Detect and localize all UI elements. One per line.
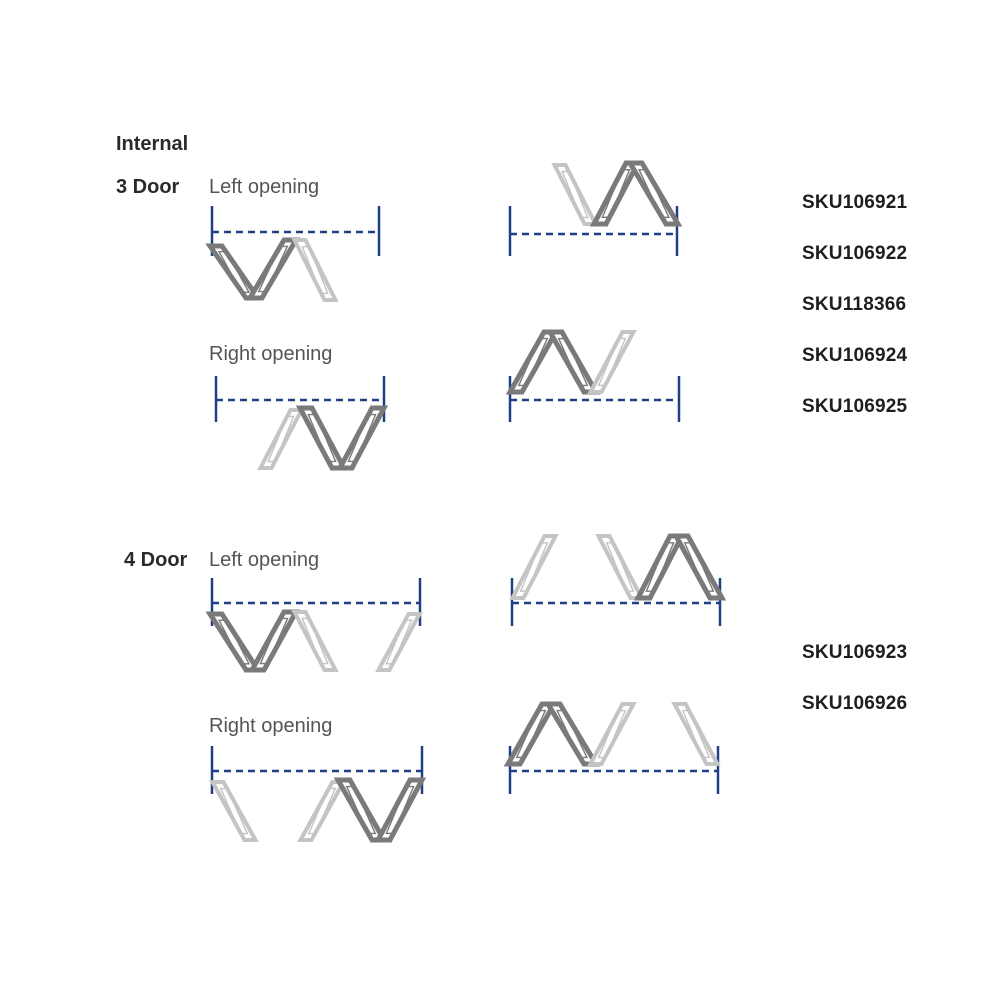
sku-label: SKU118366 — [802, 294, 907, 315]
door-panel-glazing — [561, 170, 589, 219]
sku-label: SKU106926 — [802, 693, 908, 714]
door-panel — [587, 330, 637, 394]
door-panel-glazing — [637, 169, 671, 218]
door-panel — [551, 163, 599, 226]
label-3door-right-opening: Right opening — [209, 343, 333, 365]
door-panel — [209, 780, 259, 842]
door-panel — [509, 534, 559, 600]
sku-label: SKU106925 — [802, 396, 908, 417]
label-4door-right-opening: Right opening — [209, 715, 333, 737]
door-panel — [247, 609, 301, 673]
door-panel-glazing — [259, 617, 289, 665]
door-panel-glazing — [519, 542, 549, 592]
door-panel-glazing — [301, 617, 329, 665]
door-panel-glazing — [385, 619, 413, 665]
door-panel — [545, 329, 601, 395]
door-panel-glazing — [515, 709, 547, 759]
sku-label: SKU106921 — [802, 192, 908, 213]
door-panel — [335, 405, 389, 471]
door-panel — [505, 329, 561, 395]
door-panel — [671, 533, 727, 601]
door-panel — [595, 534, 645, 600]
door-panel — [375, 612, 423, 672]
door-panel — [503, 701, 559, 767]
door-panel-glazing — [301, 245, 329, 295]
door-panel-glazing — [217, 251, 251, 293]
door-panel — [295, 405, 349, 471]
door-panel — [257, 408, 305, 470]
label-4door-left-opening: Left opening — [209, 549, 320, 571]
door-panel — [333, 777, 389, 843]
door-panel — [205, 243, 263, 301]
door-panel-glazing — [267, 415, 295, 463]
door-panel-glazing — [683, 542, 715, 592]
door-panel — [373, 777, 427, 843]
door-panel-glazing — [605, 542, 635, 592]
door-panel-glazing — [307, 413, 337, 463]
door-panel — [245, 237, 301, 301]
door-panel-glazing — [347, 413, 377, 463]
door-panel — [671, 702, 721, 766]
door-panel — [205, 611, 263, 673]
door-panel-glazing — [681, 709, 711, 759]
group-label-4-door: 4 Door — [124, 549, 188, 571]
door-panel-glazing — [601, 169, 631, 218]
door-panel — [291, 610, 339, 672]
door-panel-glazing — [257, 245, 289, 293]
door-panel-glazing — [557, 337, 589, 387]
door-panel-glazing — [517, 337, 549, 387]
door-panel-glazing — [597, 337, 627, 387]
door-panel-glazing — [217, 619, 251, 665]
group-label-3-door: 3 Door — [116, 176, 180, 198]
door-panel-glazing — [345, 785, 377, 835]
door-panel-glazing — [645, 542, 675, 592]
door-panel-glazing — [385, 785, 415, 835]
label-3door-left-opening: Left opening — [209, 176, 320, 198]
door-panel — [625, 160, 683, 227]
door-panel-glazing — [555, 709, 589, 759]
door-panel — [587, 702, 637, 766]
door-panel — [589, 160, 643, 227]
door-panel-glazing — [597, 709, 627, 759]
sku-label: SKU106924 — [802, 345, 908, 366]
sku-label: SKU106923 — [802, 642, 908, 663]
door-panel — [297, 780, 347, 842]
section-title: Internal — [116, 133, 189, 155]
door-panel-glazing — [307, 787, 337, 835]
door-panel — [291, 238, 339, 302]
door-panel — [543, 701, 601, 767]
door-panel — [633, 533, 687, 601]
door-panel-glazing — [219, 787, 249, 835]
sku-label: SKU106922 — [802, 243, 908, 264]
